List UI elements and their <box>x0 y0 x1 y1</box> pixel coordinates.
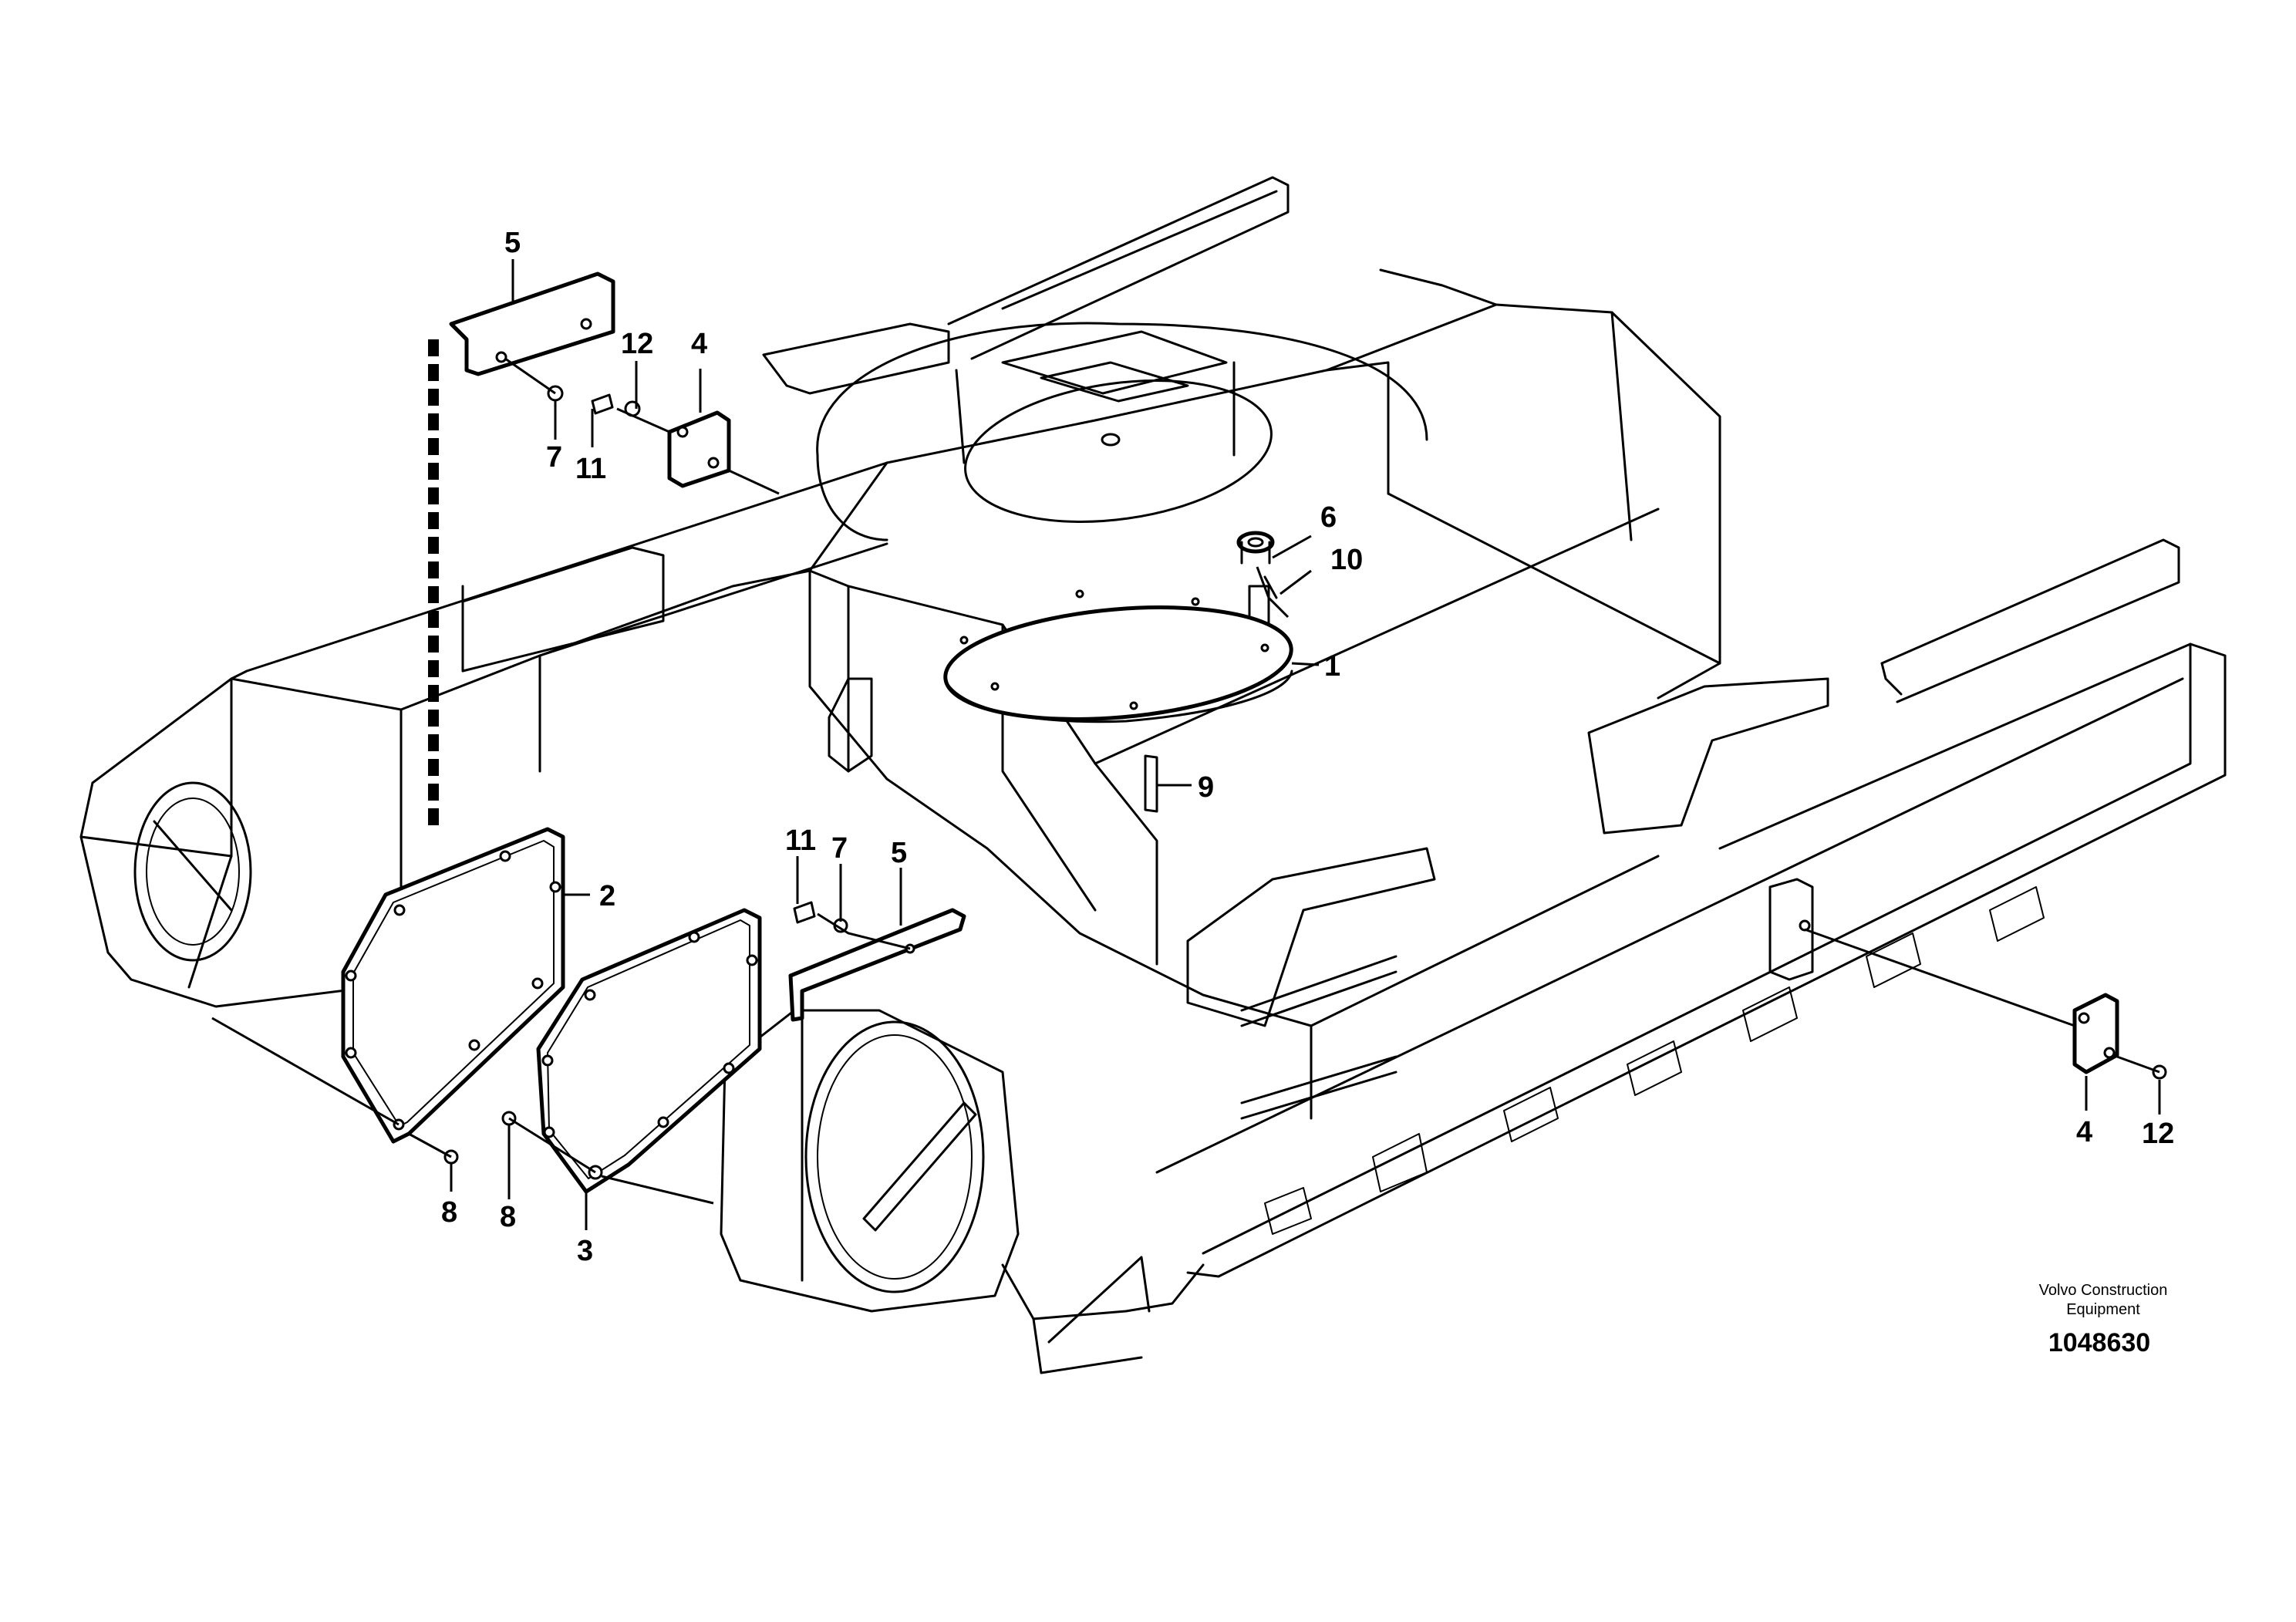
part-5-bracket-lower <box>788 908 966 1022</box>
fasteners-upper <box>547 385 641 417</box>
company-name-line2: Equipment <box>2066 1301 2140 1318</box>
callout-5-lower: 5 <box>891 837 907 869</box>
part-1-plate <box>943 585 1293 723</box>
callout-7-lower: 7 <box>831 832 848 865</box>
callout-3: 3 <box>577 1235 593 1267</box>
track-guard-pads <box>1264 886 2045 1235</box>
part-6-bushing <box>1236 531 1275 565</box>
undercarriage-frame <box>79 176 2227 1374</box>
callout-4-upper: 4 <box>691 328 707 360</box>
drawing-footer: Volvo Construction Equipment 1048630 <box>2039 1282 2168 1357</box>
part-9-bolt <box>1144 754 1158 813</box>
callout-8-center: 8 <box>500 1201 516 1233</box>
part-4-cover-upper <box>667 410 731 488</box>
part-3-cover-plate <box>536 908 762 1194</box>
part-10-pin <box>1263 575 1278 599</box>
part-4-cover-right <box>1768 878 2167 1080</box>
callout-2: 2 <box>599 880 615 912</box>
part-2-cover-plate <box>341 827 565 1144</box>
callout-7-upper: 7 <box>546 441 562 474</box>
drawing-number: 1048630 <box>2048 1328 2150 1357</box>
callout-8-left: 8 <box>441 1196 457 1229</box>
callout-12-upper: 12 <box>621 328 653 360</box>
callout-4-right: 4 <box>2076 1116 2092 1148</box>
callout-9: 9 <box>1198 771 1214 804</box>
callout-1: 1 <box>1324 650 1340 683</box>
callout-labels: 5 12 4 7 11 6 10 1 9 2 11 7 5 8 8 3 4 12 <box>441 227 2174 1267</box>
callout-11-upper: 11 <box>575 453 606 485</box>
callout-5-upper: 5 <box>504 227 521 259</box>
callout-6: 6 <box>1320 501 1337 534</box>
company-name-line1: Volvo Construction <box>2039 1282 2168 1299</box>
part-5-bracket-upper <box>428 271 615 825</box>
callout-10: 10 <box>1330 544 1363 576</box>
part-8-screws <box>443 1111 517 1165</box>
callout-12-right: 12 <box>2142 1118 2174 1150</box>
callout-11-lower: 11 <box>785 824 816 857</box>
leader-lines <box>211 259 2161 1230</box>
swing-ring <box>816 322 1428 541</box>
